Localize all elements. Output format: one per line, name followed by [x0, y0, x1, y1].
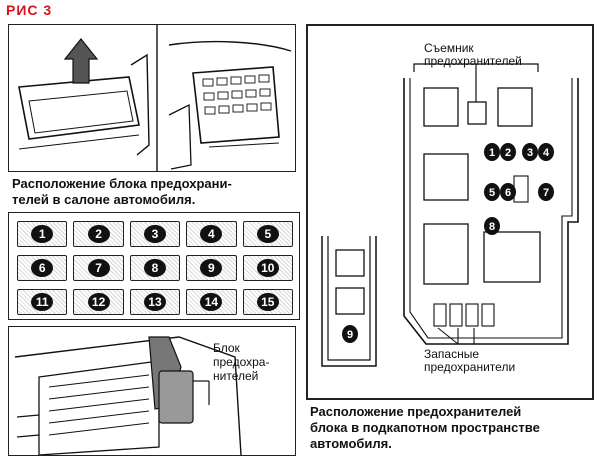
fuse-number: 2	[87, 225, 110, 243]
fuse-cell: 4	[186, 221, 237, 247]
engine-fuse-number: 3	[527, 147, 533, 159]
fuse-number: 13	[143, 293, 166, 311]
fuse-puller-label: Съемник предохранителей	[424, 41, 522, 68]
fuse-cell: 14	[186, 289, 237, 315]
fuse-number: 15	[256, 293, 279, 311]
engine-fuse-marker: 1	[484, 143, 500, 161]
fuse-number: 12	[87, 293, 110, 311]
fuse-cell: 11	[17, 289, 68, 315]
engine-fuse-number: 9	[347, 329, 353, 341]
cabin-illustration	[18, 25, 292, 171]
engine-fuse-marker: 6	[500, 183, 516, 201]
fuse-number: 8	[143, 259, 166, 277]
engine-fuse-marker: 3	[522, 143, 538, 161]
fuse-cell: 9	[186, 255, 237, 281]
engine-fuse-marker: 5	[484, 183, 500, 201]
fuse-number: 14	[200, 293, 223, 311]
engine-fuse-number: 8	[489, 221, 495, 233]
fuse-cell: 2	[73, 221, 124, 247]
fuse-cell: 7	[73, 255, 124, 281]
fuse-cell: 3	[129, 221, 181, 247]
engine-fuse-number: 2	[505, 147, 511, 159]
fuse-number: 1	[31, 225, 54, 243]
engine-fuse-number: 1	[489, 147, 495, 159]
engine-bay-illustration	[14, 336, 242, 456]
engine-caption: Расположение предохранителей блока в под…	[310, 404, 540, 451]
fuse-number: 11	[31, 293, 54, 311]
fuse-cell: 13	[129, 289, 181, 315]
figure-label: РИС 3	[6, 2, 53, 18]
fuse-number: 7	[87, 259, 110, 277]
engine-fuse-marker: 2	[500, 143, 516, 161]
engine-fuse-number: 7	[543, 187, 549, 199]
fuse-cell: 6	[17, 255, 68, 281]
fuse-block-label: Блок предохра- нителей	[213, 341, 270, 383]
fuse-number: 4	[200, 225, 223, 243]
engine-fuse-marker: 7	[538, 183, 554, 201]
fuse-number: 6	[31, 259, 54, 277]
fuse-number: 5	[256, 225, 279, 243]
cabin-caption: Расположение блока предохрани- телей в с…	[12, 176, 232, 207]
engine-fuse-number: 4	[543, 147, 550, 159]
engine-fuse-number: 5	[489, 187, 495, 199]
engine-bay-illustration-panel: Блок предохра- нителей	[8, 326, 296, 456]
fuse-number: 9	[200, 259, 223, 277]
fuse-number: 3	[143, 225, 166, 243]
fuse-number: 10	[256, 259, 279, 277]
spare-fuses-label: Запасные предохранители	[424, 347, 516, 374]
fuse-cell: 12	[73, 289, 124, 315]
fuse-cell: 15	[242, 289, 293, 315]
fuse-cell: 5	[242, 221, 293, 247]
engine-fuse-number: 6	[505, 187, 511, 199]
engine-fuse-marker: 8	[484, 217, 500, 235]
fuse-cell: 8	[129, 255, 181, 281]
fuse-cell: 10	[242, 255, 293, 281]
cabin-illustration-panel	[8, 24, 296, 172]
engine-fuse-marker: 4	[538, 143, 554, 161]
fuse-cell: 1	[17, 221, 68, 247]
engine-fuse-marker: 9	[342, 325, 358, 343]
